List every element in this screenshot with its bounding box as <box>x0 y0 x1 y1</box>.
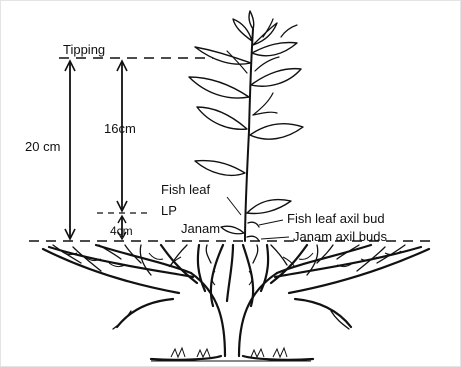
lp-label: LP <box>161 203 177 218</box>
fish-leaf-label: Fish leaf <box>161 182 211 197</box>
janam-label: Janam <box>181 221 220 236</box>
height-16cm-label: 16cm <box>104 121 136 136</box>
tipping-label: Tipping <box>63 42 105 57</box>
height-20cm-label: 20 cm <box>25 139 60 154</box>
bush-frame <box>43 245 429 360</box>
height-4cm-label: 4cm <box>110 224 133 238</box>
young-shoot <box>189 11 303 241</box>
janam-axil-buds-label: Janam axil buds <box>293 229 387 244</box>
fish-leaf <box>247 200 291 214</box>
fish-leaf-axil-bud-label: Fish leaf axil bud <box>287 211 385 226</box>
janam-leaf <box>221 226 244 234</box>
